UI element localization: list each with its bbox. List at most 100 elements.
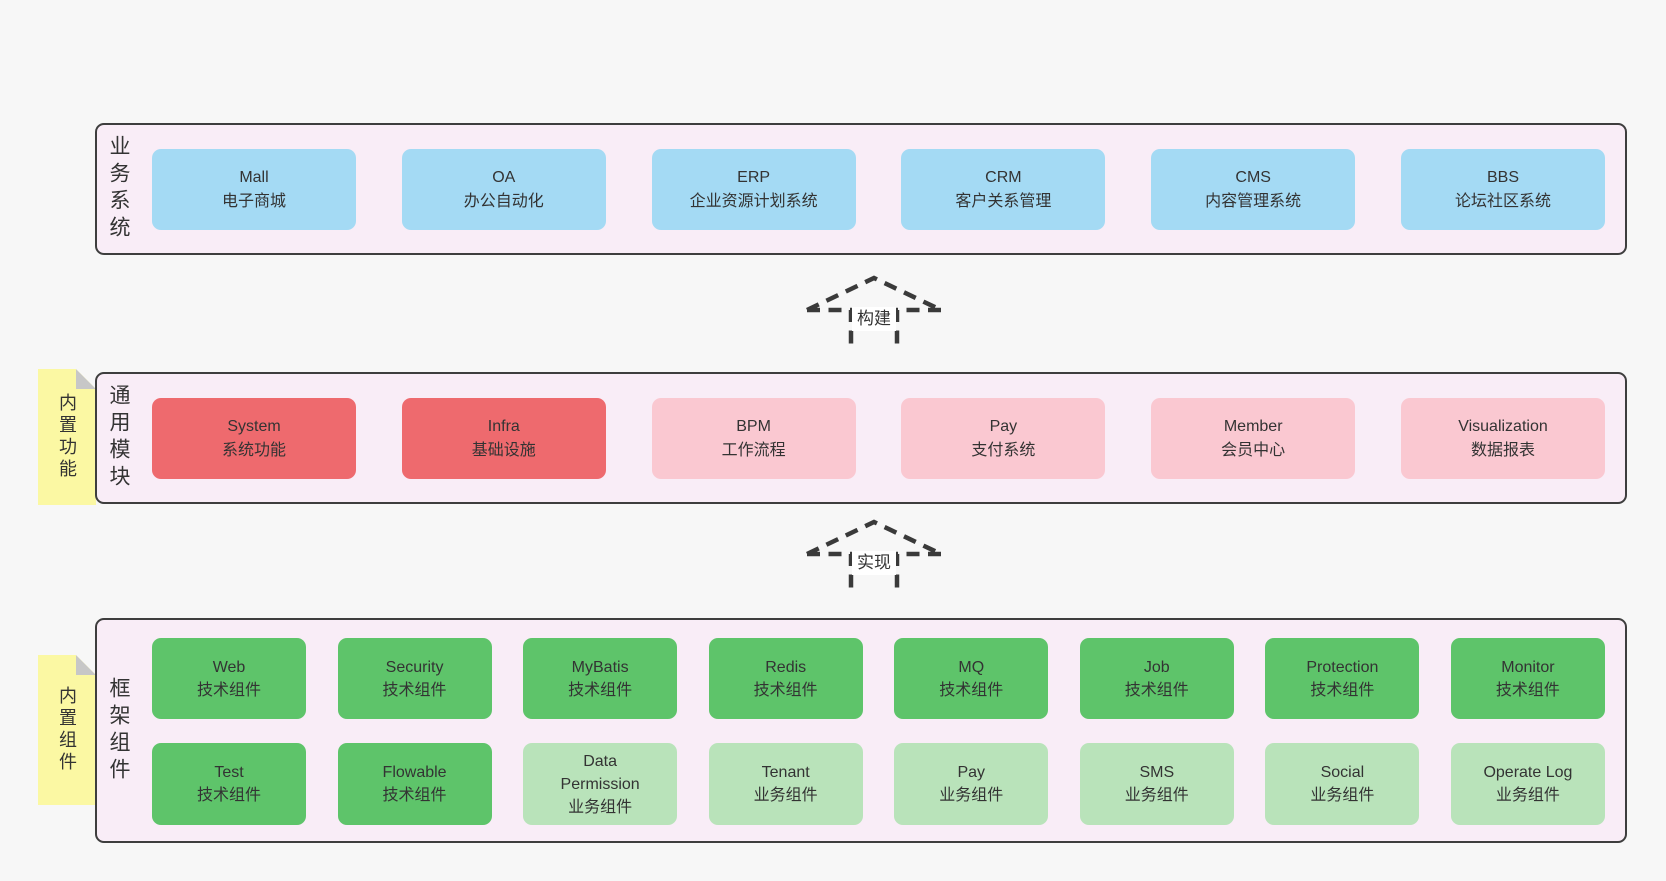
note-fold-corner [76,369,96,389]
box-subtitle: 技术组件 [196,681,261,699]
box-subtitle: 技术组件 [939,681,1004,699]
box-title: System [227,417,281,435]
band-boxes: Mall 电子商城 OA 办公自动化 ERP 企业资源计划系统 CRM 客户关系… [152,149,1605,230]
box-subtitle: 论坛社区系统 [1454,192,1551,210]
box-bbs: BBS 论坛社区系统 [1400,149,1605,230]
sticky-note-builtin-features: 内置功能 [38,369,96,505]
box-title: Pay [957,764,986,781]
box-subtitle: 客户关系管理 [955,192,1052,210]
box-visualization: Visualization 数据报表 [1400,398,1605,479]
box-title: ERP [737,168,771,186]
box-title: Web [212,658,246,676]
band-business-systems: 业务系统 Mall 电子商城 OA 办公自动化 ERP 企业资源计划系统 CRM… [95,123,1627,255]
box-title: MQ [958,658,985,676]
box-subtitle: 工作流程 [721,441,786,459]
band-title: 通用模块 [107,384,130,492]
box-title: Test [214,764,244,781]
box-subtitle: 技术组件 [753,681,818,699]
box-web: Web 技术组件 [152,638,306,719]
box-mq: MQ 技术组件 [894,638,1049,719]
box-crm: CRM 客户关系管理 [901,149,1106,230]
box-subtitle: 数据报表 [1470,441,1535,459]
box-subtitle: 技术组件 [196,787,261,804]
box-subtitle: 办公自动化 [463,192,544,210]
note-label: 内置功能 [57,393,77,481]
box-title: Visualization [1458,417,1548,435]
box-subtitle: 技术组件 [568,681,633,699]
box-title: Pay [989,417,1018,435]
box-title: Operate Log [1483,764,1573,781]
box-system: System 系统功能 [152,398,356,479]
band-framework-components: 框架组件 Web 技术组件 Security 技术组件 MyBatis 技术组件… [95,618,1627,843]
box-cms: CMS 内容管理系统 [1151,149,1356,230]
band-title: 业务系统 [107,135,130,243]
box-subtitle: 支付系统 [971,441,1036,459]
box-subtitle: 业务组件 [1495,787,1560,804]
box-title: BPM [736,417,771,435]
dashed-up-arrow-icon [806,519,942,590]
arrow-label: 构建 [852,307,896,331]
arrow-implement: 实现 [804,518,944,592]
box-subtitle: 业务组件 [1124,787,1189,804]
box-infra: Infra 基础设施 [401,398,606,479]
band-boxes-row2: Test 技术组件 Flowable 技术组件 Data Permission … [152,743,1605,825]
box-title: Member [1223,417,1283,435]
box-subtitle: 业务组件 [939,787,1004,804]
box-title: Monitor [1501,658,1555,676]
box-title: CMS [1235,168,1271,186]
box-subtitle: 系统功能 [221,441,286,459]
arrow-build: 构建 [804,274,944,348]
note-fold-corner [76,655,96,675]
box-mall: Mall 电子商城 [152,149,356,230]
arrow-label: 实现 [852,551,896,575]
box-pay-component: Pay 业务组件 [894,743,1049,825]
box-subtitle: 基础设施 [471,441,536,459]
box-subtitle: 技术组件 [382,787,447,804]
box-subtitle: 业务组件 [568,798,633,816]
box-subtitle: 会员中心 [1221,441,1286,459]
box-title: MyBatis [571,658,629,676]
box-social: Social 业务组件 [1265,743,1420,825]
sticky-note-builtin-components: 内置组件 [38,655,96,805]
box-title: OA [492,168,516,186]
band-title: 框架组件 [107,676,130,785]
box-subtitle: 技术组件 [382,681,447,699]
box-job: Job 技术组件 [1079,638,1234,719]
box-pay: Pay 支付系统 [901,398,1106,479]
box-title: Flowable [382,764,447,781]
box-member: Member 会员中心 [1151,398,1356,479]
band-common-modules: 通用模块 System 系统功能 Infra 基础设施 BPM 工作流程 Pay… [95,372,1627,504]
box-subtitle: 技术组件 [1495,681,1560,699]
band-boxes-row1: Web 技术组件 Security 技术组件 MyBatis 技术组件 Redi… [152,638,1605,719]
box-redis: Redis 技术组件 [708,638,863,719]
box-title: Redis [765,658,807,676]
box-title: Tenant [761,764,810,781]
box-subtitle: 业务组件 [753,787,818,804]
box-operate-log: Operate Log 业务组件 [1450,743,1605,825]
box-mybatis: MyBatis 技术组件 [523,638,678,719]
box-security: Security 技术组件 [337,638,492,719]
box-erp: ERP 企业资源计划系统 [651,149,856,230]
box-subtitle: 业务组件 [1310,787,1375,804]
box-subtitle: 技术组件 [1310,681,1375,699]
box-monitor: Monitor 技术组件 [1450,638,1605,719]
box-title: Data Permission [560,752,640,793]
box-title: Security [385,658,444,676]
box-tenant: Tenant 业务组件 [708,743,863,825]
box-subtitle: 内容管理系统 [1205,192,1302,210]
box-title: CRM [985,168,1022,186]
box-title: Job [1143,658,1170,676]
box-bpm: BPM 工作流程 [651,398,856,479]
box-title: Social [1320,764,1365,781]
box-subtitle: 企业资源计划系统 [689,192,818,210]
box-sms: SMS 业务组件 [1079,743,1234,825]
box-data-permission: Data Permission 业务组件 [523,743,678,825]
box-title: Mall [239,168,269,186]
dashed-up-arrow-icon [806,275,942,346]
box-test: Test 技术组件 [152,743,306,825]
box-title: Protection [1306,658,1379,676]
box-title: BBS [1486,168,1519,186]
box-flowable: Flowable 技术组件 [337,743,492,825]
note-label: 内置组件 [57,686,77,774]
